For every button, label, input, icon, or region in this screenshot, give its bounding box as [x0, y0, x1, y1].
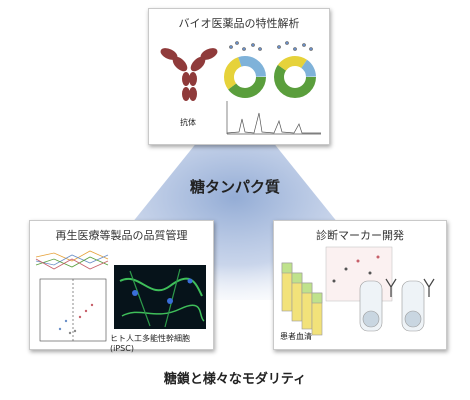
antibody-probe-icon — [385, 278, 435, 297]
assay-flask-icons — [359, 280, 425, 332]
regenerative-medicine-figure — [35, 250, 206, 342]
diagnostic-marker-card: 診断マーカー開発 患者 — [273, 220, 447, 350]
serum-label: 患者血清 — [280, 332, 312, 341]
footer-caption: 糖鎖と様々なモダリティ — [163, 372, 307, 387]
serum-tubes-icon — [281, 262, 323, 336]
parallel-coordinates-plot — [35, 250, 109, 270]
glycan-donut-chart-1 — [224, 56, 266, 98]
biopharma-card: バイオ医薬品の特性解析 — [148, 8, 330, 145]
glycan-structure-icons — [229, 41, 313, 51]
regenerative-medicine-card: 再生医療等製品の品質管理 — [29, 220, 214, 353]
diagnostic-marker-title: 診断マーカー開発 — [316, 229, 404, 242]
biopharma-title: バイオ医薬品の特性解析 — [178, 17, 300, 30]
diagnostic-marker-figure — [281, 246, 435, 336]
ipsc-microscopy-image — [114, 265, 206, 329]
antibody-icon — [160, 48, 218, 101]
chromatogram-plot — [226, 101, 321, 135]
regenerative-medicine-title: 再生医療等製品の品質管理 — [55, 229, 188, 242]
antibody-label: 抗体 — [180, 118, 196, 127]
biopharma-figure — [160, 41, 321, 135]
glycan-donut-chart-2 — [274, 56, 316, 98]
ipsc-label: ヒト人工多能性幹細胞(iPSC) — [110, 334, 190, 353]
center-label: 糖タンパク質 — [189, 178, 280, 196]
volcano-plot — [39, 278, 107, 342]
